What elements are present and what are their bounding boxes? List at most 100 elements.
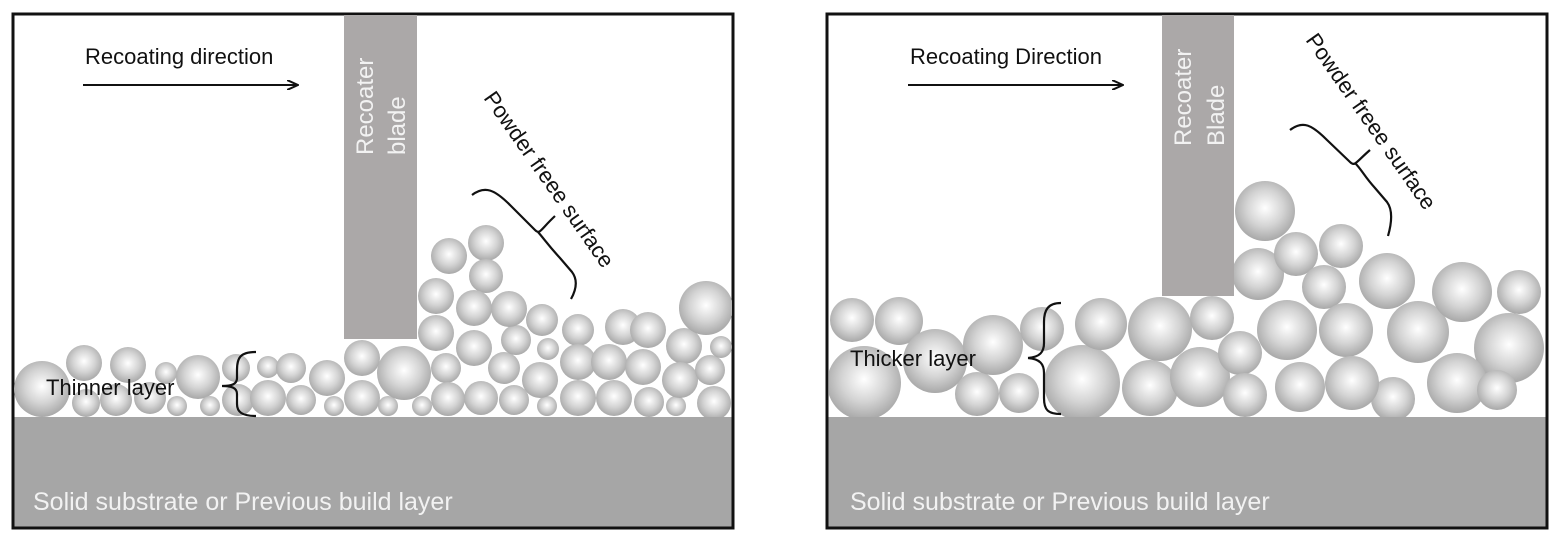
powder-particle: [418, 278, 454, 314]
powder-particle: [344, 380, 380, 416]
powder-particle: [464, 381, 498, 415]
powder-particle: [1020, 307, 1064, 351]
powder-particle: [412, 396, 432, 416]
powder-particle: [499, 385, 529, 415]
substrate-label: Solid substrate or Previous build layer: [33, 488, 453, 516]
powder-particle: [666, 396, 686, 416]
powder-particle: [1359, 253, 1415, 309]
layer-thickness-label: Thinner layer: [46, 375, 174, 400]
powder-particle: [522, 362, 558, 398]
powder-particle: [955, 372, 999, 416]
powder-particle: [431, 382, 465, 416]
powder-particle: [134, 382, 166, 414]
panel-thick-layer: Solid substrate or Previous build layer …: [825, 12, 1549, 530]
powder-particle: [560, 380, 596, 416]
powder-particle: [491, 291, 527, 327]
powder-particle: [1427, 353, 1487, 413]
powder-particle: [1325, 356, 1379, 410]
powder-particle: [1170, 347, 1230, 407]
powder-particle: [468, 225, 504, 261]
recoater-blade: [1162, 15, 1234, 296]
powder-particle: [537, 338, 559, 360]
recoating-direction-label: Recoating Direction: [910, 44, 1102, 69]
powder-particle: [456, 290, 492, 326]
substrate: [828, 417, 1546, 527]
powder-particle: [1122, 360, 1178, 416]
blade-label-line2: Blade: [1203, 85, 1230, 146]
powder-particle: [1223, 373, 1267, 417]
powder-particle: [324, 396, 344, 416]
powder-particle: [625, 349, 661, 385]
powder-particle: [344, 340, 380, 376]
powder-particle: [14, 361, 70, 417]
powder-particle: [1128, 297, 1192, 361]
powder-particle: [1319, 303, 1373, 357]
powder-particle: [286, 385, 316, 415]
powder-particle: [1432, 262, 1492, 322]
powder-particle: [1235, 181, 1295, 241]
powder-particle: [155, 362, 177, 384]
powder-particles: [829, 181, 1544, 417]
powder-particle: [679, 281, 732, 335]
powder-particle: [903, 329, 967, 393]
powder-particle: [469, 259, 503, 293]
powder-particle: [591, 344, 627, 380]
powder-particle: [1075, 298, 1127, 350]
powder-particle: [697, 386, 731, 417]
powder-particle: [276, 353, 306, 383]
powder-particle: [1190, 296, 1234, 340]
powder-particle: [1257, 300, 1317, 360]
powder-particle: [257, 356, 279, 378]
powder-particle: [830, 298, 874, 342]
powder-particle: [662, 362, 698, 398]
powder-particle: [250, 380, 286, 416]
powder-particle: [431, 353, 461, 383]
powder-particle: [1387, 301, 1449, 363]
powder-particle: [562, 314, 594, 346]
powder-particle: [1371, 377, 1415, 417]
powder-particle: [66, 345, 102, 381]
powder-particle: [666, 328, 702, 364]
blade-label-line2: blade: [384, 96, 411, 155]
blade-label-line1: Recoater: [1170, 49, 1197, 146]
substrate: [14, 417, 732, 527]
powder-particle: [1232, 248, 1284, 300]
powder-particle: [829, 346, 901, 417]
powder-particle: [875, 297, 923, 345]
powder-particle: [537, 396, 557, 416]
layer-brace: [1027, 301, 1062, 416]
powder-particle: [1319, 224, 1363, 268]
powder-particle: [200, 396, 220, 416]
panel-thin-layer: Solid substrate or Previous build layer …: [11, 12, 735, 530]
recoater-blade: [344, 15, 417, 339]
powder-particle: [501, 325, 531, 355]
powder-particle: [488, 352, 520, 384]
powder-particle: [431, 238, 467, 274]
powder-particle: [1477, 370, 1517, 410]
powder-particle: [418, 315, 454, 351]
powder-particle: [1274, 232, 1318, 276]
recoating-direction-label: Recoating direction: [85, 44, 273, 69]
powder-particle: [1044, 345, 1120, 417]
powder-particle: [695, 355, 725, 385]
surface-brace: [471, 188, 577, 300]
powder-particle: [630, 312, 666, 348]
powder-particle: [634, 387, 664, 417]
substrate-label: Solid substrate or Previous build layer: [850, 488, 1270, 516]
powder-particle: [1275, 362, 1325, 412]
powder-particle: [378, 396, 398, 416]
blade-label-line1: Recoater: [352, 58, 379, 155]
powder-particle: [456, 330, 492, 366]
powder-particle: [596, 380, 632, 416]
powder-particle: [1218, 331, 1262, 375]
powder-particle: [1474, 313, 1544, 383]
powder-particles: [14, 225, 732, 417]
powder-particle: [1497, 270, 1541, 314]
surface-brace: [1289, 123, 1393, 237]
powder-particle: [100, 384, 132, 416]
layer-brace: [221, 350, 257, 418]
powder-particle: [963, 315, 1023, 375]
powder-particle: [560, 344, 596, 380]
powder-particle: [176, 355, 220, 399]
